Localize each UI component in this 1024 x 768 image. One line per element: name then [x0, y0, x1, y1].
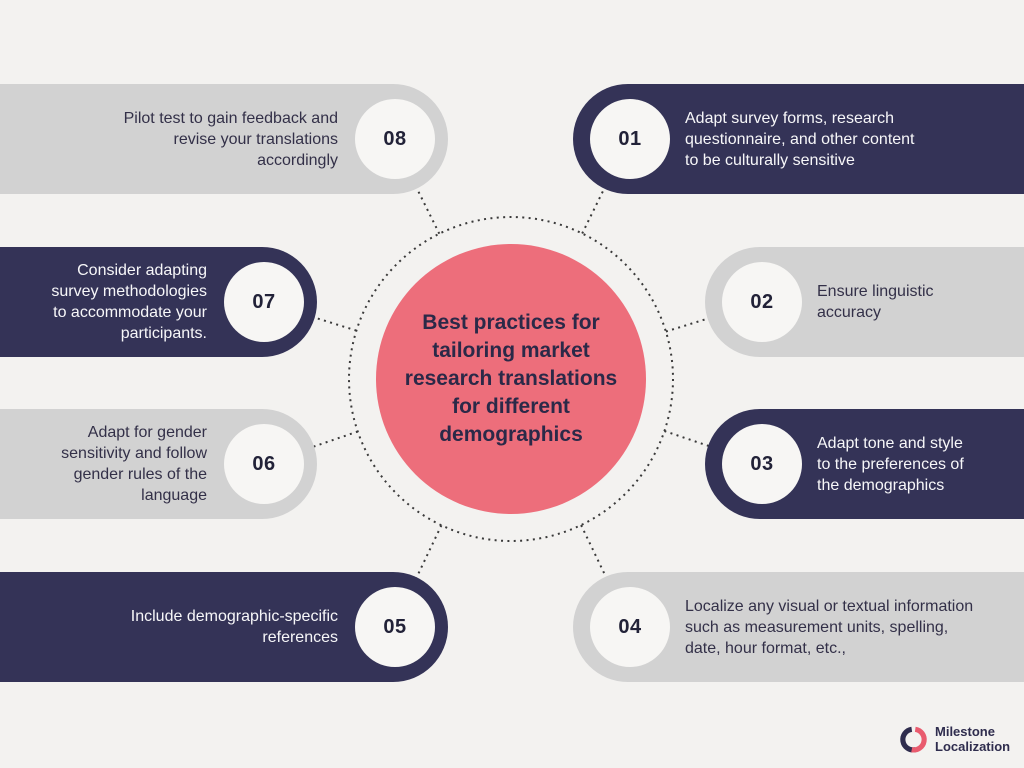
title-line: demographics [439, 423, 583, 446]
step-03-pill: 03 Adapt tone and style to the preferenc… [705, 409, 1024, 519]
step-05-pill: Include demographic-specific references … [0, 572, 448, 682]
step-01-number-badge: 01 [590, 99, 670, 179]
milestone-logo-text: Milestone Localization [935, 724, 1011, 754]
title-line: Best practices for [422, 311, 600, 334]
logo-line-1: Milestone [935, 724, 995, 739]
step-text-line: gender rules of the [73, 466, 207, 483]
step-04-pill: 04 Localize any visual or textual inform… [573, 572, 1024, 682]
step-text-line: accordingly [257, 151, 338, 169]
milestone-logo-icon [900, 726, 927, 753]
step-text-line: Adapt tone and style [817, 434, 963, 452]
step-text-line: to accommodate your [53, 304, 207, 321]
step-01-text: Adapt survey forms, research questionnai… [685, 84, 1018, 194]
step-text-line: references [262, 629, 338, 646]
step-text-line: date, hour format, etc., [685, 639, 846, 657]
step-06-text: Adapt for gender sensitivity and follow … [20, 409, 207, 519]
step-02-pill: 02 Ensure linguistic accuracy [705, 247, 1024, 357]
step-07-pill: Consider adapting survey methodologies t… [0, 247, 317, 357]
step-text-line: Ensure linguistic [817, 283, 934, 300]
step-02-number-badge: 02 [722, 262, 802, 342]
step-text-line: survey methodologies [51, 283, 207, 300]
step-08-text: Pilot test to gain feedback and revise y… [20, 84, 338, 194]
step-06-number-badge: 06 [224, 424, 304, 504]
step-06-pill: Adapt for gender sensitivity and follow … [0, 409, 317, 519]
step-text-line: revise your translations [173, 130, 338, 148]
step-text-line: such as measurement units, spelling, [685, 618, 949, 636]
milestone-logo: Milestone Localization [899, 724, 1011, 754]
step-07-number-badge: 07 [224, 262, 304, 342]
title-line: for different [452, 395, 570, 418]
step-text-line: Include demographic-specific [130, 608, 338, 625]
step-05-number-badge: 05 [355, 587, 435, 667]
step-text-line: Pilot test to gain feedback and [123, 109, 338, 127]
step-text-line: accuracy [817, 304, 882, 321]
infographic-title: Best practices for tailoring market rese… [405, 309, 617, 449]
step-text-line: language [141, 487, 207, 504]
step-text-line: to be culturally sensitive [685, 151, 855, 169]
center-topic-circle: Best practices for tailoring market rese… [376, 244, 646, 514]
step-04-number-badge: 04 [590, 587, 670, 667]
step-08-number-badge: 08 [355, 99, 435, 179]
step-text-line: participants. [120, 325, 207, 342]
step-04-text: Localize any visual or textual informati… [685, 572, 1018, 682]
step-text-line: Localize any visual or textual informati… [685, 597, 974, 615]
step-text-line: questionnaire, and other content [685, 130, 915, 148]
step-02-text: Ensure linguistic accuracy [817, 247, 1018, 357]
step-text-line: sensitivity and follow [61, 445, 207, 462]
step-text-line: to the preferences of [817, 455, 964, 473]
step-03-text: Adapt tone and style to the preferences … [817, 409, 1018, 519]
step-05-text: Include demographic-specific references [20, 572, 338, 682]
step-text-line: Adapt survey forms, research [685, 109, 894, 127]
step-text-line: the demographics [817, 476, 945, 494]
logo-line-2: Localization [935, 738, 1011, 754]
step-03-number-badge: 03 [722, 424, 802, 504]
title-line: research translations [404, 367, 618, 390]
step-08-pill: Pilot test to gain feedback and revise y… [0, 84, 448, 194]
step-text-line: Consider adapting [77, 262, 207, 279]
step-01-pill: 01 Adapt survey forms, research question… [573, 84, 1024, 194]
step-07-text: Consider adapting survey methodologies t… [20, 247, 207, 357]
center-dotted-ring [348, 216, 674, 542]
title-line: tailoring market [432, 339, 590, 362]
step-text-line: Adapt for gender [87, 424, 207, 441]
